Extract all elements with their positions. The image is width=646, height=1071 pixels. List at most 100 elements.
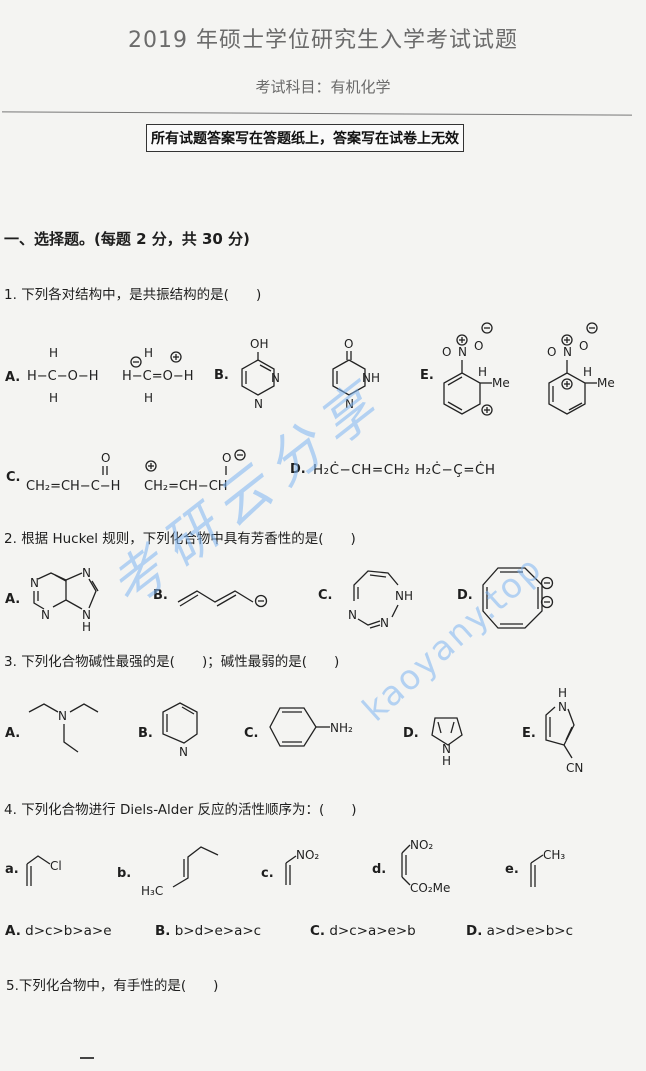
- answer-notice: 所有试题答案写在答题纸上，答案写在试卷上无效: [146, 124, 464, 152]
- svg-text:H: H: [82, 620, 91, 634]
- answer-option-d: D. a>d>e>b>c: [466, 923, 574, 939]
- svg-text:NO₂: NO₂: [410, 838, 433, 852]
- svg-text:H: H: [49, 346, 58, 360]
- structure-allyl-chloride: Cl: [26, 855, 62, 886]
- structure-triazepine: NH N N: [348, 570, 413, 630]
- option-label: D.: [290, 462, 306, 477]
- svg-text:N: N: [82, 566, 91, 580]
- question-number: 3.: [4, 654, 17, 670]
- stray-mark: [80, 1057, 94, 1059]
- svg-text:CH₂=CH−C−H: CH₂=CH−C−H: [26, 479, 120, 494]
- svg-text:O: O: [442, 345, 451, 359]
- compound-label: a.: [5, 862, 19, 877]
- svg-text:H: H: [49, 391, 58, 405]
- option-label: D.: [403, 726, 419, 741]
- question-number: 2.: [4, 531, 17, 547]
- svg-text:O: O: [101, 451, 110, 465]
- compound-label: d.: [372, 862, 387, 877]
- structure-purine: N N N N H: [30, 566, 99, 634]
- structure-3-cyanopyrrole: H N CN: [545, 686, 583, 775]
- svg-text:H−C−O−H: H−C−O−H: [27, 369, 99, 384]
- structure-acrolein: CH₂=CH−C−H O: [26, 451, 120, 494]
- structure-nitro-cation-b: O N O H Me: [547, 322, 615, 415]
- svg-text:Me: Me: [492, 376, 510, 390]
- structure-2-pentene: H₃C: [141, 846, 219, 898]
- answer-option-c: C. d>c>a>e>b: [310, 923, 416, 939]
- exam-subject: 考试科目：有机化学: [255, 78, 391, 96]
- option-label: D.: [457, 588, 473, 603]
- svg-text:H: H: [583, 365, 592, 379]
- structure-propene: CH₃: [530, 848, 565, 887]
- svg-text:N: N: [442, 742, 451, 756]
- question-text: 下列化合物中，有手性的是( ): [18, 978, 219, 994]
- option-label: C.: [244, 726, 259, 741]
- structure-pyrimidinone: O NH N: [332, 337, 380, 411]
- structure-cyclooctatetraene-dianion: [482, 567, 554, 629]
- answer-option-b: B. b>d>e>a>c: [155, 923, 262, 939]
- question-4: 4. 下列化合物进行 Diels-Alder 反应的活性顺序为：( ): [4, 798, 357, 818]
- svg-text:NH: NH: [362, 371, 380, 385]
- question-text: 根据 Huckel 规则，下列化合物中具有芳香性的是( ): [21, 531, 356, 547]
- structure-allyl-radicals: H₂Ċ−CH=CH₂ H₂Ċ−Ç=ĊH: [313, 462, 496, 478]
- svg-text:N: N: [348, 608, 357, 622]
- svg-text:N: N: [82, 608, 91, 622]
- structure-aniline: NH₂: [269, 707, 353, 747]
- option-label: B.: [214, 368, 229, 383]
- structure-nitroacrylate: NO₂ CO₂Me: [401, 838, 450, 895]
- svg-text:N: N: [563, 345, 572, 359]
- svg-text:H: H: [144, 346, 153, 360]
- svg-text:N: N: [558, 700, 567, 714]
- svg-text:NO₂: NO₂: [296, 848, 319, 862]
- question-1: 1. 下列各对结构中，是共振结构的是( ): [4, 283, 261, 303]
- svg-text:N: N: [41, 608, 50, 622]
- question-number: 5.: [6, 978, 19, 994]
- svg-text:H₃C: H₃C: [141, 884, 163, 898]
- question-3: 3. 下列化合物碱性最强的是( )；碱性最弱的是( ): [4, 650, 339, 670]
- option-label: C.: [6, 470, 21, 485]
- structure-hydroxypyrimidine: OH N N: [241, 337, 280, 411]
- section-heading: 一、选择题。(每题 2 分，共 30 分): [4, 230, 250, 248]
- svg-text:H: H: [478, 365, 487, 379]
- svg-text:N: N: [58, 709, 67, 723]
- svg-text:Me: Me: [597, 376, 615, 390]
- svg-text:CO₂Me: CO₂Me: [410, 881, 450, 895]
- question-2: 2. 根据 Huckel 规则，下列化合物中具有芳香性的是( ): [4, 527, 356, 547]
- option-label: E.: [522, 726, 536, 741]
- structure-nitro-cation-a: O N O H Me: [442, 322, 510, 416]
- svg-text:H: H: [558, 686, 567, 700]
- svg-text:O: O: [579, 339, 588, 353]
- option-label: C.: [318, 588, 333, 603]
- svg-text:O: O: [547, 345, 556, 359]
- structure-pentadienyl-anion: [177, 590, 268, 608]
- option-label: E.: [420, 368, 434, 383]
- svg-text:H−C=O−H: H−C=O−H: [122, 369, 194, 384]
- question-5: 5.下列化合物中，有手性的是( ): [6, 974, 218, 994]
- svg-text:N: N: [458, 345, 467, 359]
- question-text: 下列各对结构中，是共振结构的是( ): [21, 287, 262, 303]
- svg-text:N: N: [254, 397, 263, 411]
- structure-acrolein-resonance: CH₂=CH−CH O: [144, 449, 246, 494]
- svg-text:N: N: [380, 616, 389, 630]
- svg-text:H: H: [442, 754, 451, 768]
- question-number: 1.: [4, 287, 17, 303]
- structure-pyridine: N: [162, 702, 198, 759]
- header-divider: [2, 111, 632, 116]
- svg-text:O: O: [222, 451, 231, 465]
- svg-text:H: H: [144, 391, 153, 405]
- svg-text:O: O: [344, 337, 353, 351]
- svg-text:N: N: [271, 371, 280, 385]
- compound-label: b.: [117, 866, 132, 881]
- question-text: 下列化合物进行 Diels-Alder 反应的活性顺序为：( ): [21, 802, 357, 818]
- svg-text:O: O: [474, 339, 483, 353]
- exam-title: 2019 年硕士学位研究生入学考试试题: [128, 28, 518, 53]
- structure-methanol: H−C−O−H H H: [27, 346, 99, 405]
- compound-label: e.: [505, 862, 519, 877]
- question-text: 下列化合物碱性最强的是( )；碱性最弱的是( ): [21, 654, 340, 670]
- structure-methanol-resonance: H−C=O−H H H: [122, 346, 194, 405]
- answer-option-a: A. d>c>b>a>e: [5, 923, 112, 939]
- svg-text:CH₂=CH−CH: CH₂=CH−CH: [144, 479, 228, 494]
- option-label: A.: [5, 370, 21, 385]
- compound-label: c.: [261, 866, 274, 881]
- option-label: A.: [5, 592, 21, 607]
- option-label: A.: [5, 726, 21, 741]
